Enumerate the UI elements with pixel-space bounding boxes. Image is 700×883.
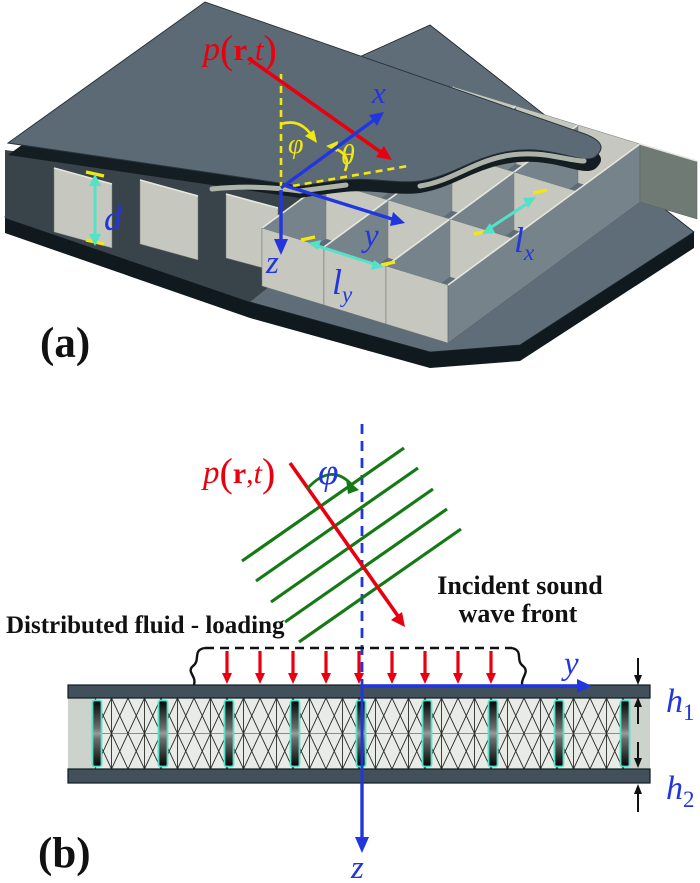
partition-bar	[619, 699, 631, 768]
top-plate-top-face	[6, 1, 602, 187]
partition-bar	[553, 699, 565, 768]
load-arrow	[420, 651, 430, 684]
marker-arrowhead	[634, 675, 642, 685]
top-plate-cut-face	[417, 151, 587, 189]
h2-label: h2	[666, 770, 695, 812]
z-axis-arrowhead	[274, 239, 288, 255]
sandwich-panel-section	[67, 684, 651, 784]
theta-label: θ	[341, 140, 355, 171]
z-axis-arrowhead	[355, 837, 369, 853]
incident-wave-arrow	[288, 461, 400, 618]
core-end-zone-left	[68, 698, 95, 769]
load-arrow	[486, 651, 496, 684]
wall-top-edge	[53, 167, 113, 185]
wavefront-line	[241, 446, 405, 563]
y-axis-arrowhead	[390, 212, 405, 226]
marker-arrowhead	[634, 784, 642, 794]
y-axis-arrow	[282, 183, 393, 221]
squiggle-right	[511, 646, 527, 686]
wavefront-line	[255, 466, 419, 583]
wavefront-line	[270, 487, 434, 604]
load-arrow	[255, 651, 265, 684]
wall-top-edge	[139, 179, 199, 197]
phi-label: φ	[288, 129, 304, 160]
arrowhead	[308, 240, 321, 250]
load-arrow	[222, 651, 232, 684]
x-axis-arrow	[279, 118, 376, 190]
ly-dimension-arrow	[300, 235, 396, 270]
arrowhead	[89, 234, 101, 246]
phi-arc-arrowhead	[305, 130, 317, 143]
bottom-plate-edge	[5, 217, 694, 368]
load-arrow	[321, 651, 331, 684]
wall-top-edge	[225, 193, 279, 209]
double-arrow-shaft	[317, 244, 375, 266]
pressure-label: p(r,t)	[201, 450, 275, 495]
partition-bar	[223, 699, 235, 768]
z-axis-label: z	[265, 245, 279, 281]
dimension-tick	[532, 188, 548, 195]
panel-a-3d-view: p(r,t) φ θ x y z d ly lx (a)	[3, 1, 698, 368]
arrowhead	[523, 197, 536, 208]
lx-dimension-arrow	[473, 188, 548, 236]
bottom-face-sheet	[67, 768, 651, 784]
arrowhead	[89, 174, 101, 186]
panel-a-tag: (a)	[40, 320, 90, 367]
wall-top-edge	[639, 143, 698, 162]
d-dimension-arrow	[85, 170, 105, 246]
arrowhead	[482, 223, 495, 234]
marker-arrowhead	[634, 697, 642, 707]
phi-label: φ	[318, 452, 338, 493]
squiggle-left	[189, 646, 206, 686]
phi-arc-arrowhead	[346, 479, 359, 494]
pressure-label: p(r,t)	[201, 27, 277, 72]
partition-bar	[157, 699, 169, 768]
core-depth-label: d	[104, 198, 123, 238]
top-face-sheet	[67, 684, 651, 699]
arrowhead	[371, 260, 384, 270]
fluid-loading-text: Distributed fluid - loading	[6, 612, 285, 639]
fluid-loading-arrows	[222, 651, 496, 684]
y-axis-label: y	[561, 646, 579, 682]
incident-sound-text-line1: Incident sound	[437, 571, 603, 600]
partition-bar	[421, 699, 433, 768]
load-arrow	[354, 651, 364, 684]
thickness-markers	[634, 658, 642, 812]
partition-bar	[487, 699, 499, 768]
load-arrow	[288, 651, 298, 684]
dimension-tick	[300, 235, 316, 242]
incident-pressure-arrow	[246, 56, 384, 155]
x-axis-label: x	[371, 75, 386, 110]
double-arrow-shaft	[489, 201, 529, 230]
h1-label: h1	[666, 683, 695, 725]
panel-b-tag: (b)	[38, 830, 91, 877]
marker-arrowhead	[634, 758, 642, 768]
load-arrow	[387, 651, 397, 684]
x-axis-arrowhead	[369, 112, 384, 126]
horizontal-reference-dashed-line	[280, 164, 409, 190]
lx-label: lx	[514, 220, 535, 265]
y-axis-label: y	[361, 218, 379, 254]
wall-top-edge	[447, 143, 641, 286]
incident-pressure-arrowhead	[376, 146, 392, 160]
partition-bar	[289, 699, 301, 768]
ly-label: ly	[332, 262, 353, 307]
dimension-tick	[380, 260, 396, 267]
incident-wavefront-lines	[241, 446, 462, 644]
core-partitions	[91, 699, 631, 768]
panel-a-annotations: p(r,t) φ θ x y z d ly lx (a)	[40, 27, 548, 367]
z-axis-label: z	[350, 850, 364, 883]
partition-bar	[91, 699, 103, 768]
load-arrow	[453, 651, 463, 684]
panel-b-cross-section: p(r,t) φ Incident sound wave front Distr…	[6, 424, 695, 883]
wavefront-line	[298, 527, 462, 644]
incident-sound-text-line2: wave front	[459, 599, 578, 628]
incident-wave-arrowhead	[391, 612, 405, 627]
wavefront-line	[284, 507, 448, 624]
y-axis-arrowhead	[577, 679, 592, 693]
